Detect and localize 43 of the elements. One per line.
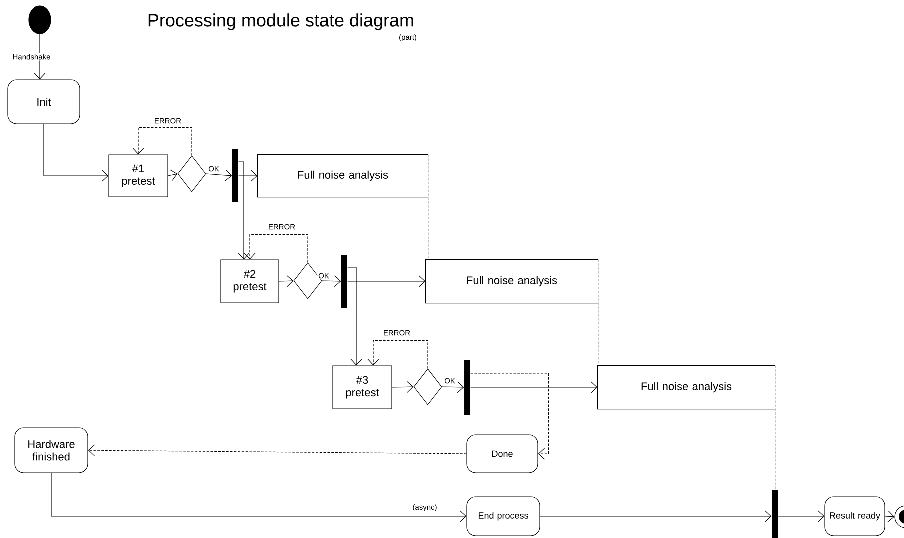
arrow <box>470 382 598 394</box>
arrow <box>132 127 192 156</box>
sync-bar <box>772 490 778 538</box>
end-dot <box>894 506 904 528</box>
arrow <box>244 234 308 263</box>
arrow <box>442 382 464 394</box>
decision-diamond <box>178 156 206 192</box>
arrow <box>34 34 46 80</box>
arrow <box>778 510 825 522</box>
sync-bar <box>342 255 348 308</box>
activity-box: Full noise analysis <box>597 365 776 410</box>
connector-line <box>598 259 599 366</box>
arrow <box>368 340 428 369</box>
arrow <box>44 124 109 182</box>
pretest-box: #3 pretest <box>332 366 392 410</box>
arrow <box>392 381 414 393</box>
arrow <box>540 510 772 522</box>
sync-bar <box>232 150 238 202</box>
arrow <box>348 276 426 288</box>
connector-line <box>428 154 429 260</box>
activity-box: Full noise analysis <box>257 154 429 198</box>
pretest-box: #2 pretest <box>220 260 280 304</box>
decision-diamond <box>414 368 442 406</box>
arrow <box>238 170 258 182</box>
arrow <box>88 444 467 456</box>
arrow <box>51 473 467 522</box>
activity-box: Full noise analysis <box>425 259 599 304</box>
connector-line <box>775 365 776 490</box>
arrow <box>238 162 250 260</box>
arrow <box>322 276 342 288</box>
sync-bar <box>464 360 470 415</box>
start-dot <box>28 6 52 34</box>
arrow <box>279 275 294 288</box>
state-box: End process <box>466 496 540 536</box>
arrow <box>348 267 362 366</box>
state-box: Init <box>8 80 80 124</box>
pretest-box: #1 pretest <box>108 154 168 198</box>
arrow <box>470 373 550 460</box>
state-box: Done <box>466 434 538 474</box>
state-box: Result ready <box>824 496 886 536</box>
arrow <box>206 170 232 182</box>
title: Processing module state diagram <box>148 14 414 30</box>
state-box: Hardware finished <box>14 428 88 474</box>
